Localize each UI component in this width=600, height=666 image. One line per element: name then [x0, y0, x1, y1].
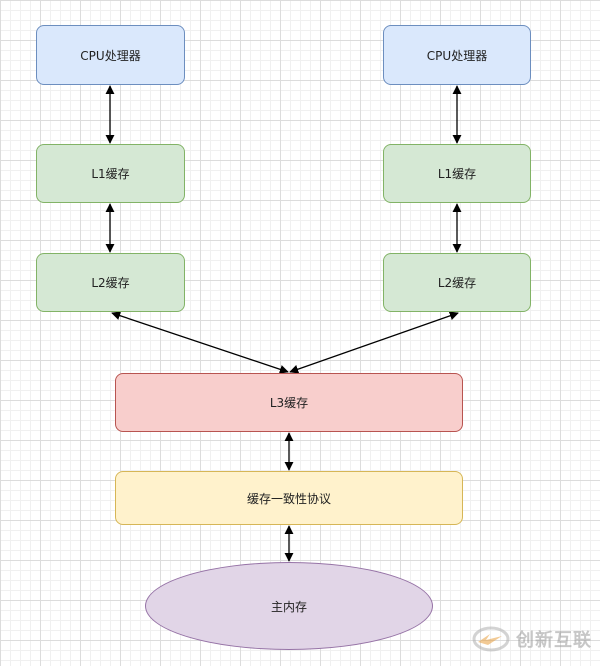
l1-cache-right: L1缓存: [383, 144, 531, 203]
cpu-processor-left-label: CPU处理器: [80, 48, 141, 63]
watermark-text: 创新互联: [516, 630, 592, 651]
cache-coherence-protocol-label: 缓存一致性协议: [246, 491, 331, 506]
l2-cache-right: L2缓存: [383, 253, 531, 312]
main-memory-label: 主内存: [270, 599, 307, 614]
l1-cache-right-label: L1缓存: [437, 167, 477, 181]
l3-cache: L3缓存: [115, 373, 463, 432]
edge-l2-left-l3: [111, 311, 289, 374]
main-memory: 主内存: [145, 562, 433, 650]
l3-cache-label: L3缓存: [269, 396, 309, 410]
cpu-processor-right: CPU处理器: [383, 25, 531, 85]
watermark-logo-icon: [472, 626, 510, 652]
edge-l2-right-l3: [289, 311, 459, 374]
cpu-processor-right-label: CPU处理器: [426, 48, 488, 63]
l2-cache-left: L2缓存: [36, 253, 185, 312]
cache-coherence-protocol: 缓存一致性协议: [115, 471, 463, 525]
watermark: 创新互联: [472, 626, 592, 652]
cpu-processor-left: CPU处理器: [36, 25, 185, 85]
l1-cache-left-label: L1缓存: [91, 167, 130, 181]
l1-cache-left: L1缓存: [36, 144, 185, 203]
l2-cache-right-label: L2缓存: [437, 276, 477, 290]
l2-cache-left-label: L2缓存: [91, 276, 130, 290]
